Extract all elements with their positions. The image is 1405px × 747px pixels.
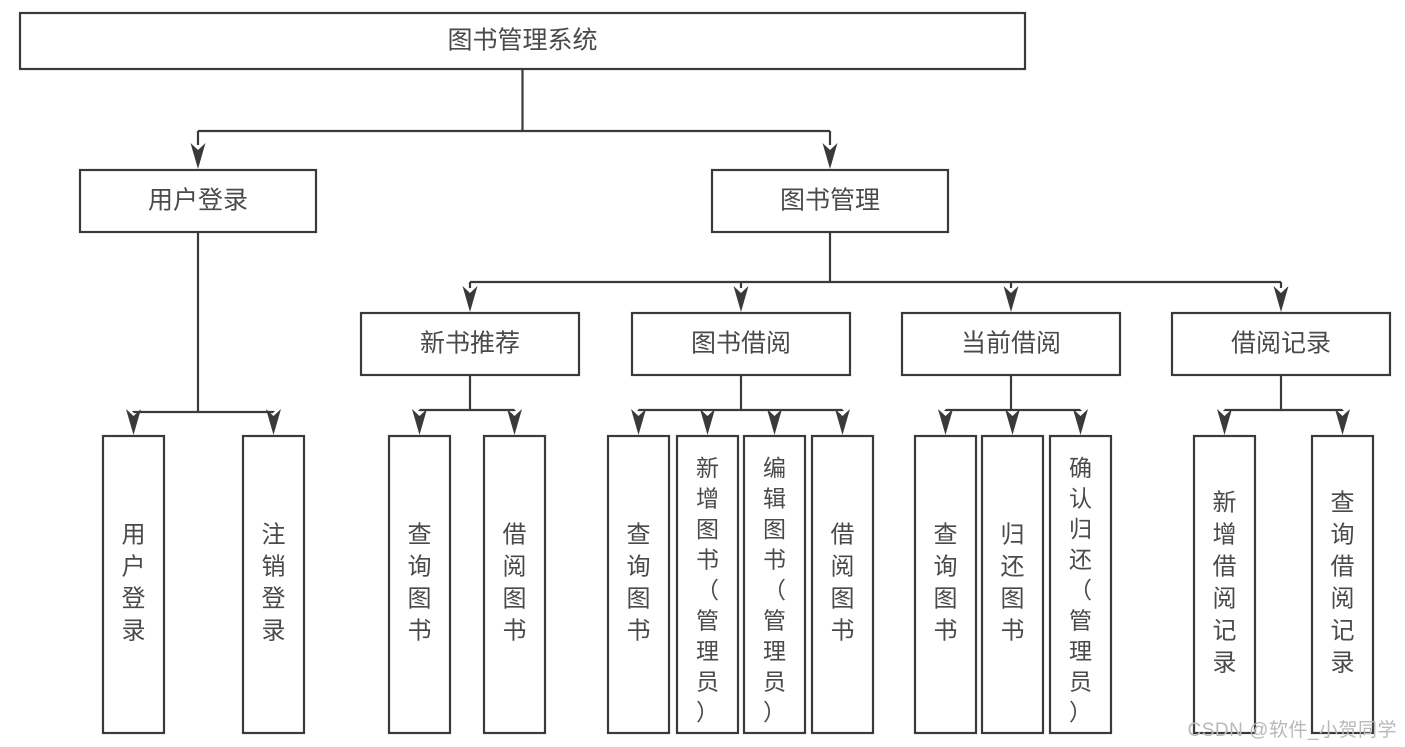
node-box <box>710 168 950 234</box>
node-box <box>913 434 978 735</box>
node-label: 用户登录 <box>148 187 248 215</box>
node-leaf-user-logout[interactable]: 注销登录 <box>241 434 306 735</box>
arrowhead-icon <box>190 143 206 169</box>
node-box <box>1170 311 1392 377</box>
node-label: 新增借阅记录 <box>1213 490 1237 677</box>
node-label: 当前借阅 <box>961 330 1061 358</box>
connector-group-new-book-rec <box>412 375 522 435</box>
node-leaf-edit-book[interactable]: 编辑图书（管理员） <box>742 434 807 735</box>
node-label: 用户登录 <box>122 522 146 645</box>
node-user-login[interactable]: 用户登录 <box>78 168 318 234</box>
node-box <box>78 168 318 234</box>
arrowhead-icon <box>507 409 522 435</box>
arrowhead-icon <box>1217 409 1232 435</box>
node-box <box>101 434 166 735</box>
arrowhead-icon <box>733 286 749 312</box>
node-leaf-query-book-3[interactable]: 查询图书 <box>913 434 978 735</box>
node-leaf-add-book[interactable]: 新增图书（管理员） <box>675 434 740 735</box>
node-box <box>742 434 807 735</box>
arrowhead-icon <box>462 286 478 312</box>
node-label: 查询图书 <box>627 522 651 645</box>
arrowhead-icon <box>767 409 782 435</box>
arrowhead-icon <box>412 409 427 435</box>
node-leaf-user-login[interactable]: 用户登录 <box>101 434 166 735</box>
node-label: 新增图书（管理员） <box>696 455 719 725</box>
node-label: 图书管理 <box>780 187 880 215</box>
node-label: 借阅记录 <box>1231 330 1331 358</box>
node-label: 归还图书 <box>1001 522 1025 645</box>
node-leaf-add-record[interactable]: 新增借阅记录 <box>1192 434 1257 735</box>
node-root[interactable]: 图书管理系统 <box>18 11 1027 71</box>
arrowhead-icon <box>1005 409 1020 435</box>
connector-group-user-login <box>126 232 281 435</box>
node-label: 注销登录 <box>262 522 286 645</box>
node-leaf-return-book[interactable]: 归还图书 <box>980 434 1045 735</box>
arrowhead-icon <box>822 143 838 169</box>
arrowhead-icon <box>631 409 646 435</box>
arrowhead-icon <box>266 409 281 435</box>
node-box <box>241 434 306 735</box>
node-label: 查询图书 <box>934 522 958 645</box>
connector-layer <box>126 69 1350 435</box>
node-box <box>387 434 452 735</box>
node-label: 编辑图书（管理员） <box>763 455 786 725</box>
node-box <box>359 311 581 377</box>
node-label: 图书借阅 <box>691 330 791 358</box>
node-book-borrow[interactable]: 图书借阅 <box>630 311 852 377</box>
node-borrow-record[interactable]: 借阅记录 <box>1170 311 1392 377</box>
arrowhead-icon <box>700 409 715 435</box>
node-current-borrow[interactable]: 当前借阅 <box>900 311 1122 377</box>
node-box <box>980 434 1045 735</box>
arrowhead-icon <box>1003 286 1019 312</box>
node-leaf-query-book-2[interactable]: 查询图书 <box>606 434 671 735</box>
node-box <box>1310 434 1375 735</box>
node-layer: 图书管理系统用户登录图书管理新书推荐图书借阅当前借阅借阅记录用户登录注销登录查询… <box>18 11 1392 735</box>
node-leaf-borrow-book-1[interactable]: 借阅图书 <box>482 434 547 735</box>
node-box <box>1192 434 1257 735</box>
connector-group-current-borrow <box>938 375 1088 435</box>
node-box <box>18 11 1027 71</box>
connector-group-root <box>190 69 838 169</box>
node-box <box>1048 434 1113 735</box>
node-leaf-query-record[interactable]: 查询借阅记录 <box>1310 434 1375 735</box>
arrowhead-icon <box>1073 409 1088 435</box>
node-box <box>606 434 671 735</box>
node-label: 新书推荐 <box>420 330 520 358</box>
node-leaf-borrow-book-2[interactable]: 借阅图书 <box>810 434 875 735</box>
node-box <box>900 311 1122 377</box>
node-label: 查询借阅记录 <box>1331 490 1355 677</box>
connector-group-book-manage <box>462 232 1289 312</box>
arrowhead-icon <box>1335 409 1350 435</box>
node-box <box>630 311 852 377</box>
node-box <box>810 434 875 735</box>
node-book-manage[interactable]: 图书管理 <box>710 168 950 234</box>
node-box <box>675 434 740 735</box>
node-label: 借阅图书 <box>831 522 855 645</box>
arrowhead-icon <box>835 409 850 435</box>
node-new-book-rec[interactable]: 新书推荐 <box>359 311 581 377</box>
node-box <box>482 434 547 735</box>
connector-group-book-borrow <box>631 375 850 435</box>
node-label: 查询图书 <box>408 522 432 645</box>
node-leaf-confirm-return[interactable]: 确认归还（管理员） <box>1048 434 1113 735</box>
node-label: 借阅图书 <box>503 522 527 645</box>
node-leaf-query-book-1[interactable]: 查询图书 <box>387 434 452 735</box>
arrowhead-icon <box>1273 286 1289 312</box>
arrowhead-icon <box>126 409 141 435</box>
arrowhead-icon <box>938 409 953 435</box>
node-label: 确认归还（管理员） <box>1069 455 1092 725</box>
connector-group-borrow-record <box>1217 375 1350 435</box>
node-label: 图书管理系统 <box>447 27 597 55</box>
